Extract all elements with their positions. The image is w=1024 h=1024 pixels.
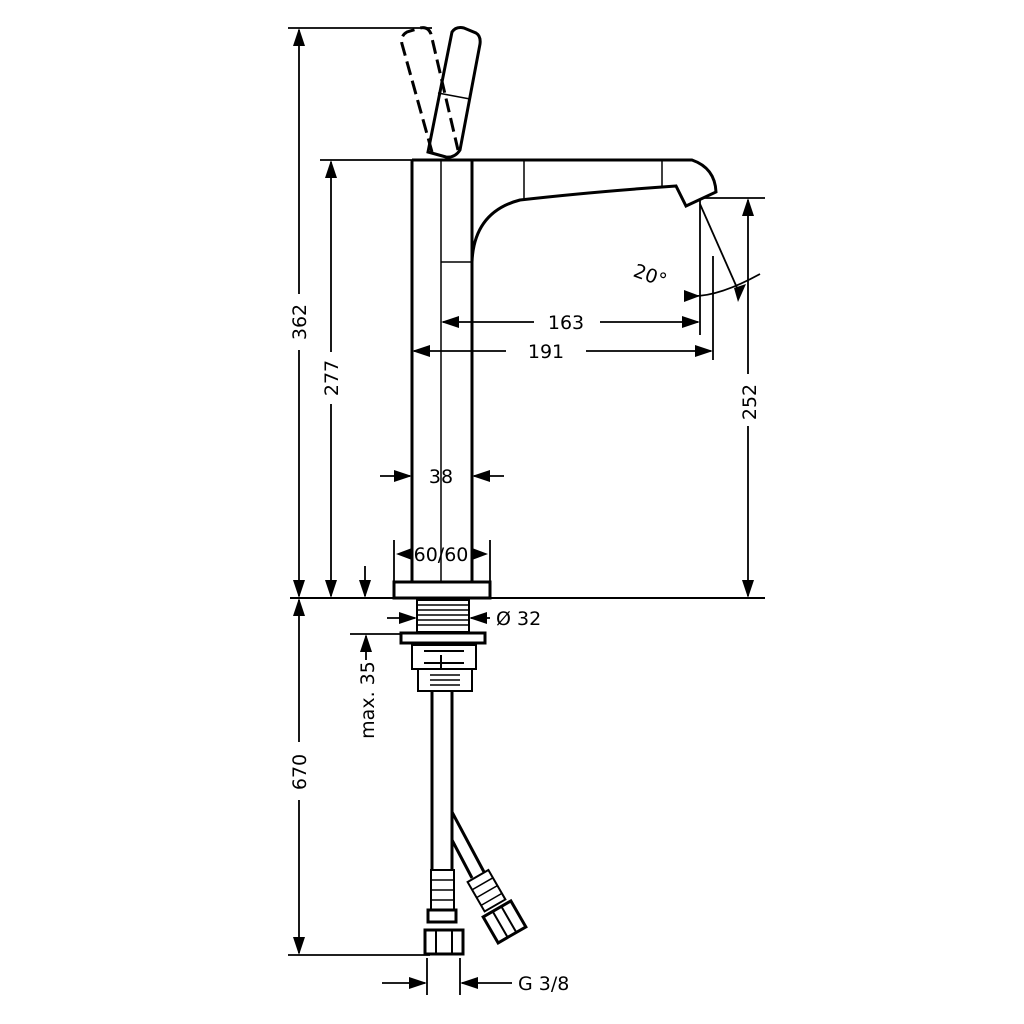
dim-label-60-60: 60/60 [414, 544, 469, 566]
supply-hoses [423, 692, 528, 956]
dim-label-277: 277 [321, 360, 343, 396]
dim-252: 252 [702, 197, 765, 598]
dim-362: 362 [288, 27, 432, 616]
dim-38: 38 [380, 466, 504, 488]
lever-handle-alt-position [400, 26, 460, 153]
dim-label-g38: G 3/8 [518, 973, 569, 995]
threaded-shank [399, 599, 487, 692]
dim-277: 277 [320, 159, 412, 598]
lever-handle [426, 26, 482, 159]
dim-label-angle: 20° [630, 260, 669, 292]
dim-label-670: 670 [289, 754, 311, 790]
faucet-body [290, 158, 765, 600]
dim-thread-diameter: Ø 32 [387, 608, 541, 630]
dim-connection-thread: G 3/8 [382, 958, 569, 995]
dim-60-60: 60/60 [393, 540, 491, 582]
dim-label-191: 191 [528, 341, 564, 363]
dim-max-35: max. 35 [350, 633, 400, 739]
floor-marker [359, 566, 371, 598]
dim-label-252: 252 [739, 384, 761, 420]
dim-163: 163 [441, 312, 700, 334]
dim-label-max-35: max. 35 [357, 661, 379, 739]
dim-label-32: Ø 32 [496, 608, 541, 630]
dim-label-362: 362 [289, 304, 311, 340]
dim-670: 670 [288, 600, 430, 956]
dim-191: 191 [412, 341, 713, 363]
dim-label-163: 163 [548, 312, 584, 334]
dim-label-38: 38 [429, 466, 453, 488]
dim-spray-angle: 20° [630, 200, 761, 360]
